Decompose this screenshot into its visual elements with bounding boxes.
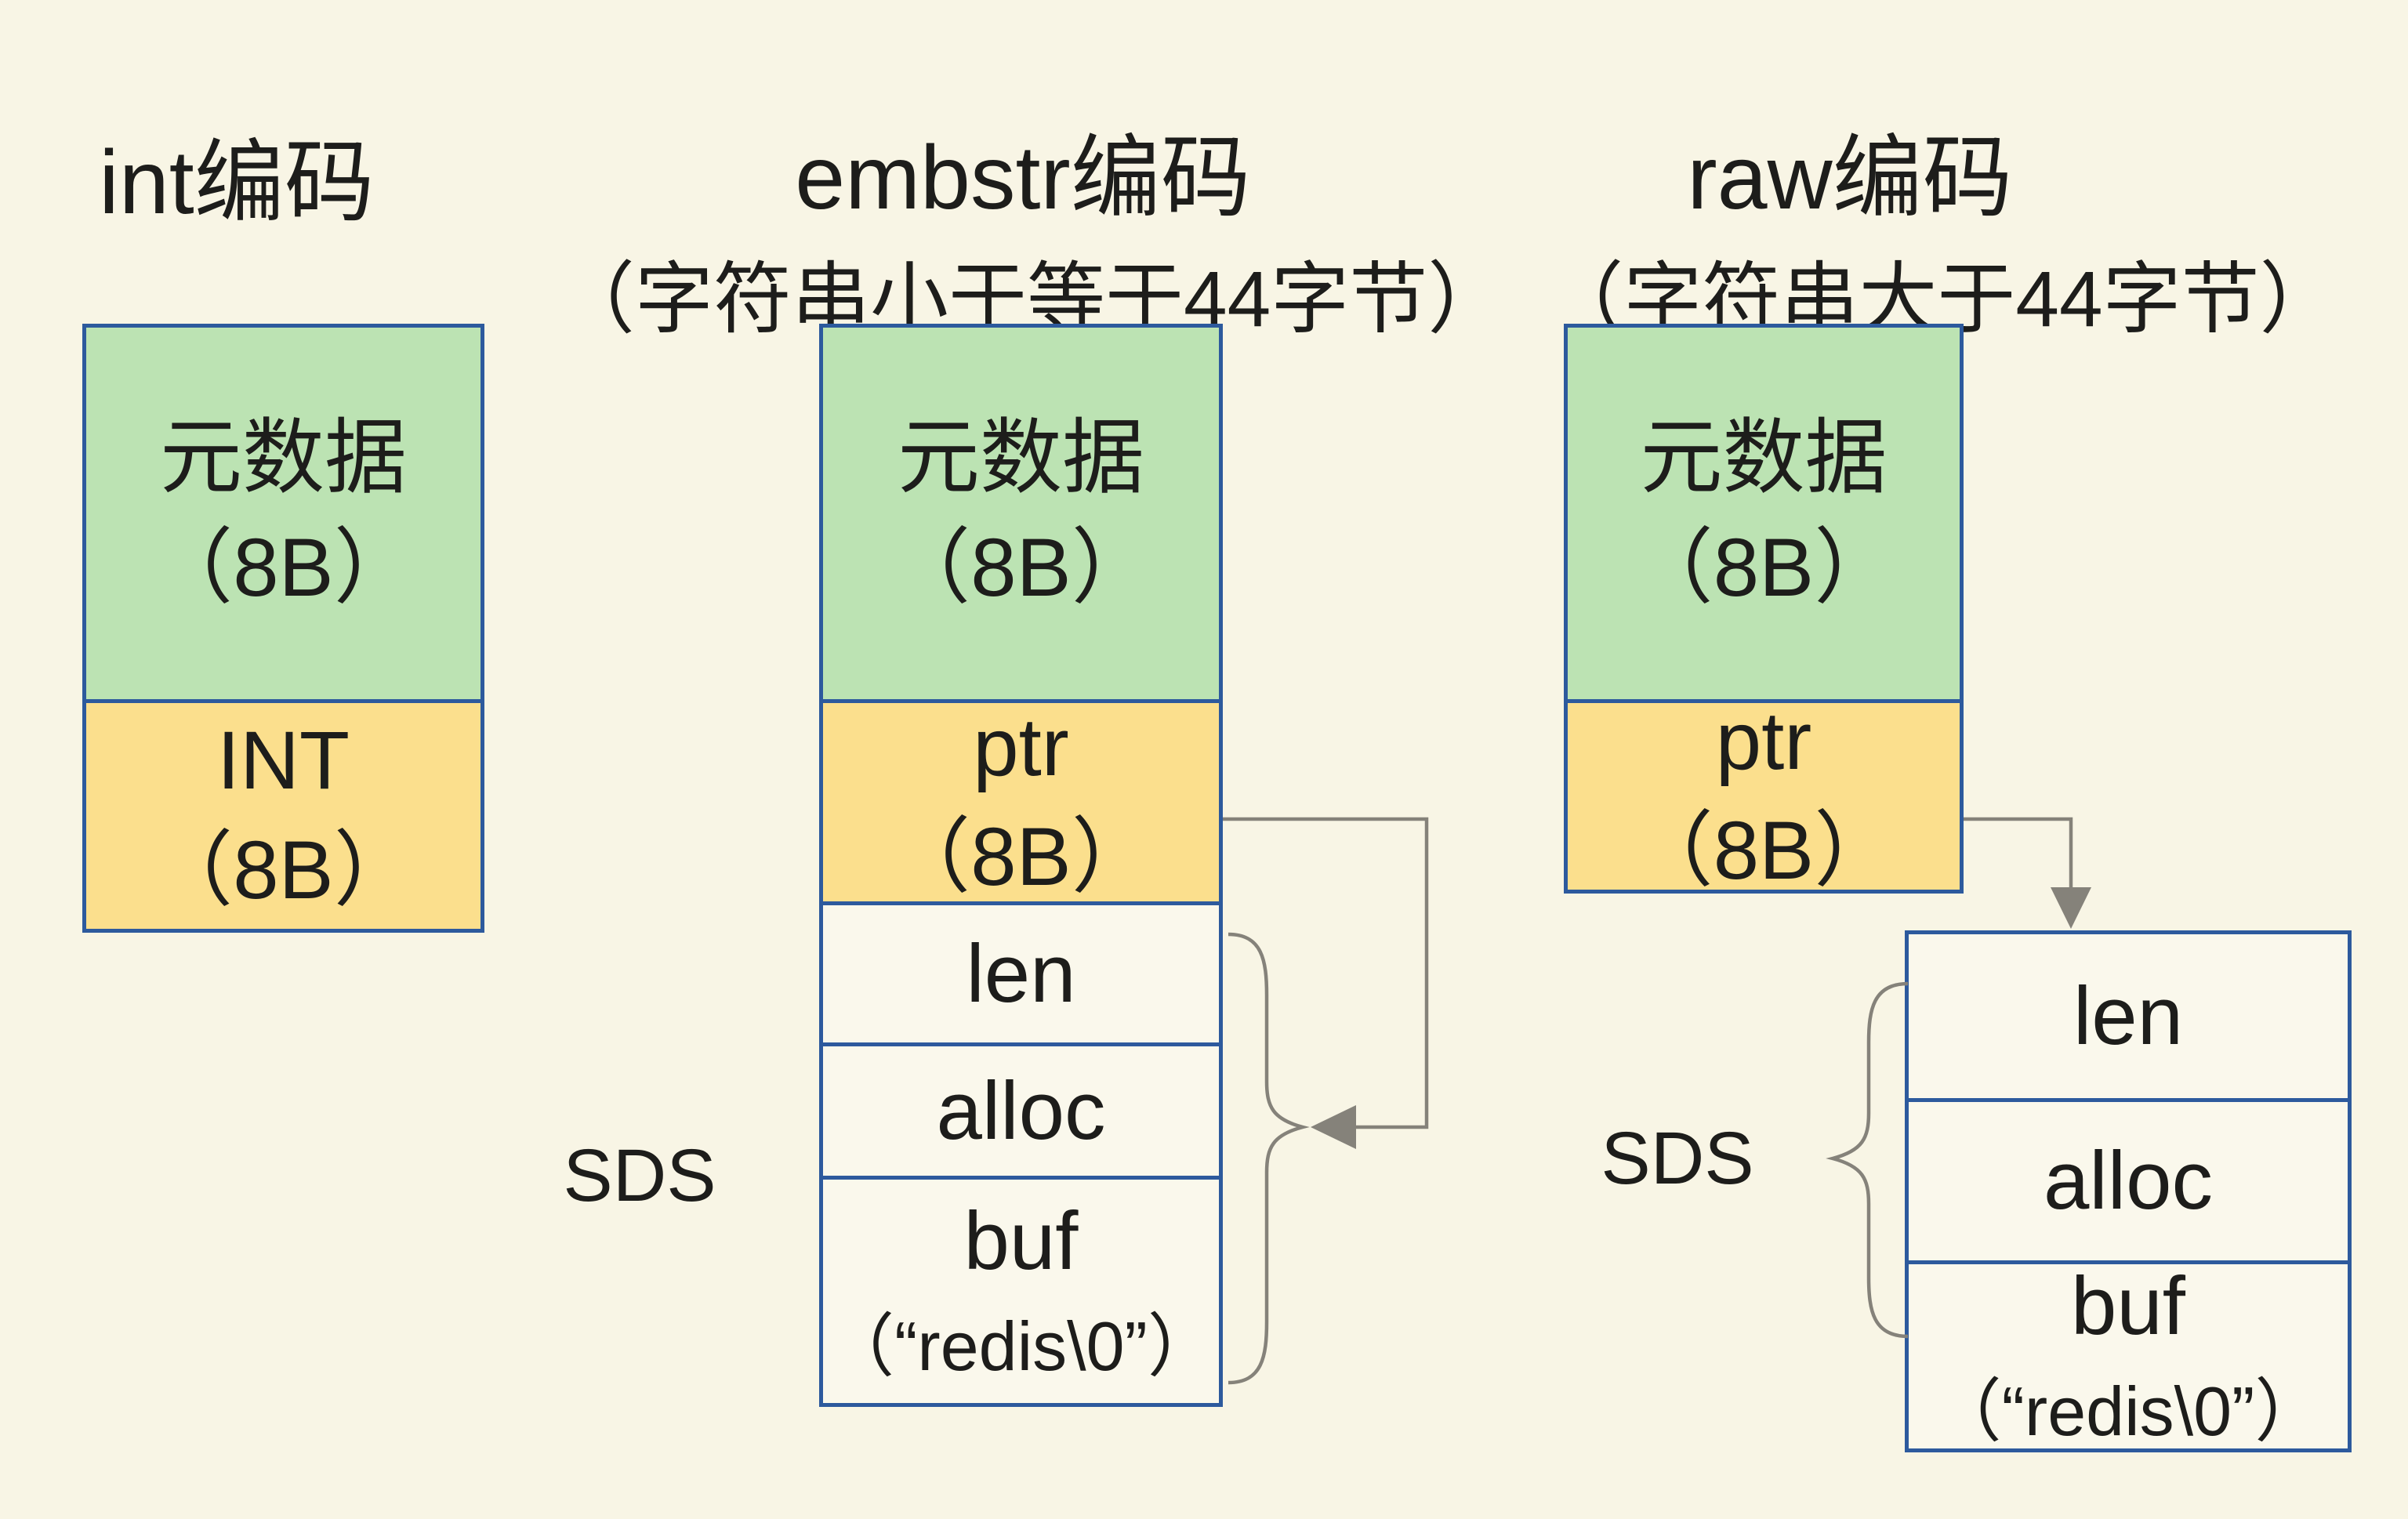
int-value-label: INT: [216, 715, 350, 807]
embstr-buf-label: buf: [963, 1195, 1079, 1287]
embstr-alloc-box: alloc: [819, 1042, 1223, 1180]
embstr-buf-box: buf （“redis\0”）: [819, 1176, 1223, 1407]
embstr-ptr-label: ptr: [973, 701, 1069, 793]
embstr-alloc-label: alloc: [936, 1064, 1106, 1157]
int-metadata-size: （8B）: [150, 522, 416, 614]
int-value-box: INT （8B）: [82, 699, 484, 933]
raw-sds-brace-icon: [1826, 981, 1909, 1339]
embstr-sds-label: SDS: [563, 1134, 716, 1217]
embstr-len-label: len: [966, 927, 1076, 1020]
raw-ptr-label: ptr: [1715, 695, 1812, 787]
title-int-encoding: int编码: [99, 132, 375, 233]
raw-metadata-label: 元数据: [1640, 412, 1888, 504]
embstr-metadata-box: 元数据 （8B）: [819, 324, 1223, 703]
embstr-ptr-box: ptr （8B）: [819, 699, 1223, 905]
embstr-metadata-label: 元数据: [897, 412, 1144, 504]
raw-alloc-label: alloc: [2044, 1135, 2213, 1227]
raw-len-label: len: [2073, 970, 2184, 1062]
raw-buf-label: buf: [2071, 1260, 2185, 1352]
raw-metadata-box: 元数据 （8B）: [1564, 324, 1964, 703]
raw-len-box: len: [1905, 930, 2352, 1102]
int-value-size: （8B）: [150, 825, 416, 916]
embstr-sds-brace-icon: [1228, 932, 1310, 1385]
embstr-len-box: len: [819, 901, 1223, 1046]
embstr-metadata-size: （8B）: [888, 522, 1154, 614]
title-raw-encoding: raw编码: [1687, 128, 2013, 228]
embstr-ptr-size: （8B）: [888, 810, 1154, 903]
raw-ptr-box: ptr （8B）: [1564, 695, 1964, 897]
int-metadata-label: 元数据: [159, 412, 407, 504]
raw-buf-value: （“redis\0”）: [1932, 1372, 2324, 1450]
raw-ptr-size: （8B）: [1630, 805, 1897, 897]
raw-metadata-size: （8B）: [1630, 522, 1897, 614]
raw-ptr-arrow: [1964, 817, 2073, 894]
embstr-ptr-arrowhead-icon: [1311, 1105, 1356, 1149]
int-metadata-box: 元数据 （8B）: [82, 324, 484, 703]
embstr-ptr-arrow: [1223, 817, 1429, 1129]
raw-buf-box: buf （“redis\0”）: [1905, 1260, 2352, 1452]
raw-ptr-arrowhead-icon: [2051, 887, 2091, 929]
title-embstr-encoding: embstr编码: [795, 128, 1251, 228]
raw-sds-label: SDS: [1601, 1117, 1754, 1200]
raw-alloc-box: alloc: [1905, 1098, 2352, 1264]
embstr-buf-value: （“redis\0”）: [825, 1307, 1217, 1385]
